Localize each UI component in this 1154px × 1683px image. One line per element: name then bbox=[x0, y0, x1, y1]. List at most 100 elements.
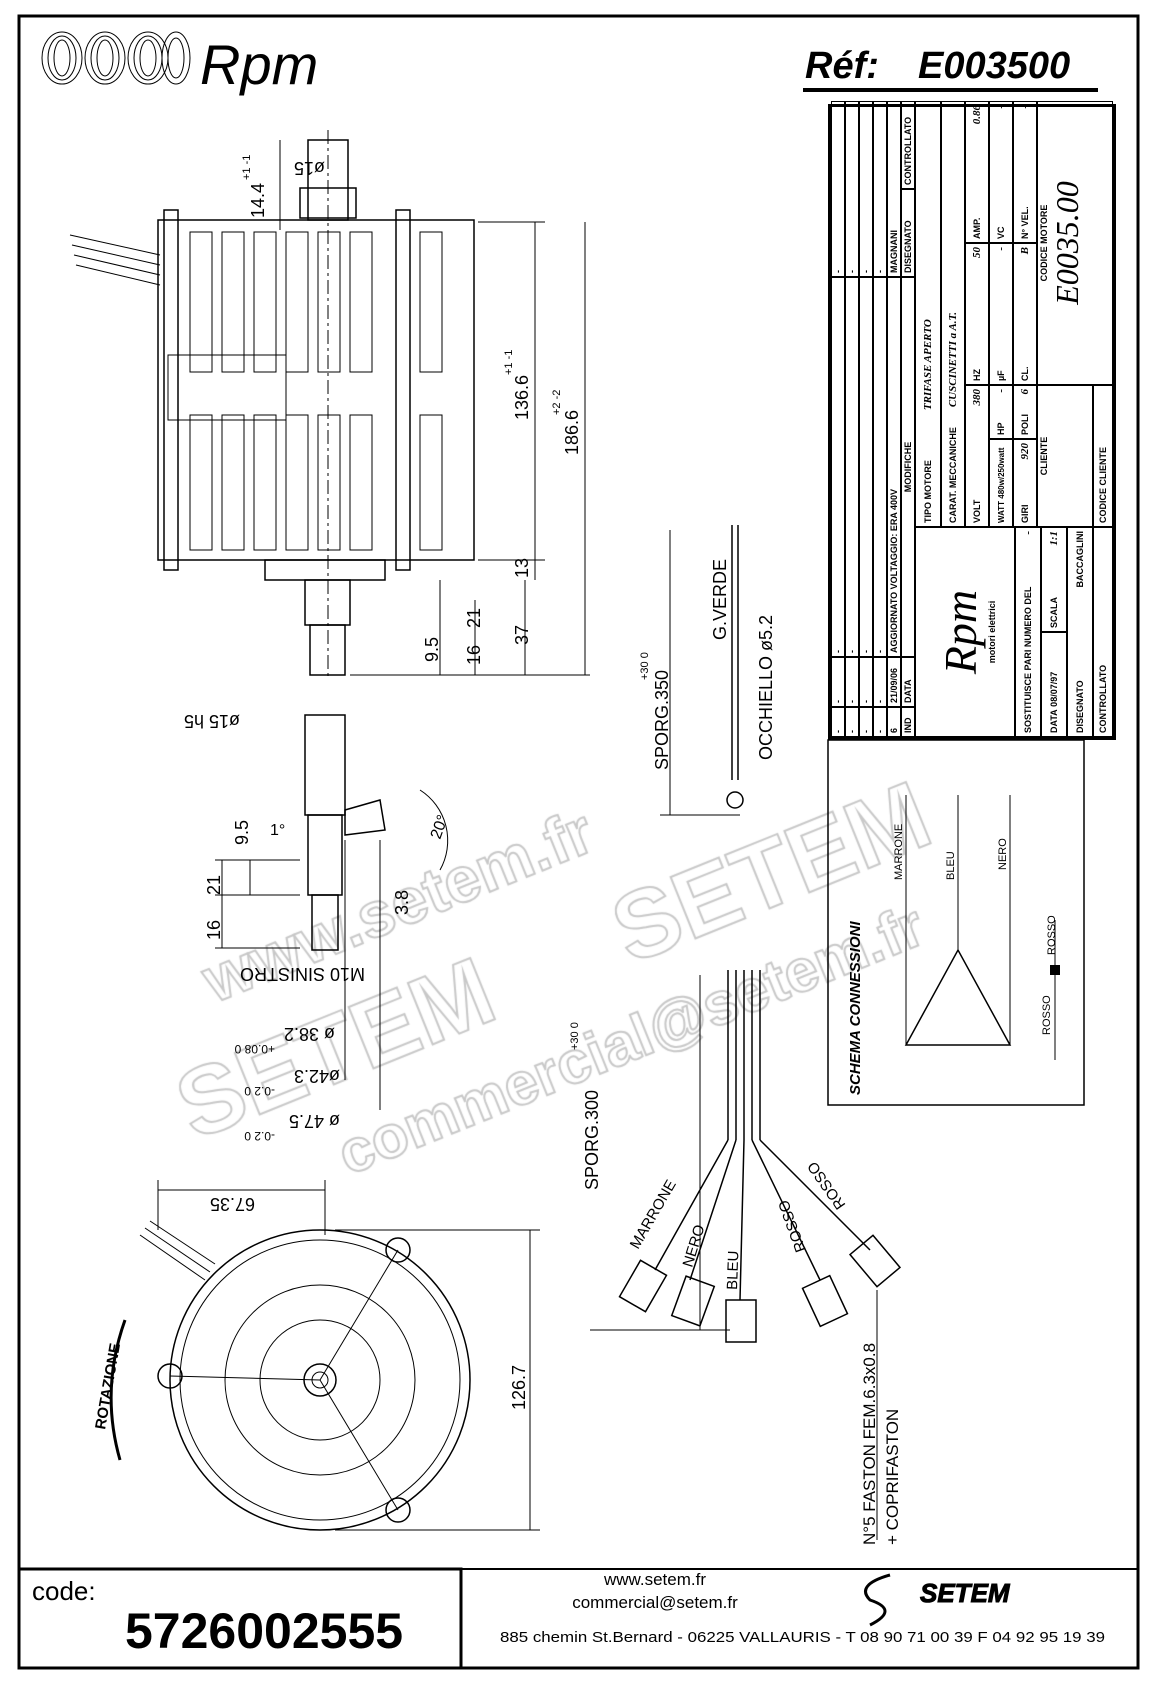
head-disegnato: DISEGNATO bbox=[901, 189, 915, 277]
label: CL. bbox=[1020, 366, 1030, 382]
value: 08/07/97 bbox=[1049, 671, 1059, 707]
rev-mod: - bbox=[873, 277, 887, 657]
label: VC bbox=[996, 226, 1006, 239]
value: - bbox=[995, 105, 1007, 109]
dim-186-6: 186.6 bbox=[562, 410, 582, 455]
dim-sporg-350: SPORG.350 bbox=[652, 670, 672, 770]
schema-title: SCHEMA CONNESSIONI bbox=[847, 921, 864, 1095]
dim-tolerance: +2 -2 bbox=[551, 390, 563, 415]
dim-tolerance: +1 -1 bbox=[241, 155, 253, 180]
rev-data: - bbox=[845, 657, 859, 707]
label: WATT 480w/250watt bbox=[996, 447, 1006, 523]
dim-tolerance: +30 0 bbox=[569, 1022, 581, 1050]
dim-tolerance: +30 0 bbox=[639, 652, 651, 680]
label: CODICE CLIENTE bbox=[1098, 446, 1108, 523]
setem-logo-text: SETEM bbox=[920, 1578, 1011, 1608]
controllato-row: CONTROLLATO bbox=[1093, 527, 1113, 737]
schema-label-marrone: MARRONE bbox=[893, 824, 905, 880]
dim-dia-47-5: ø 47.5 bbox=[289, 1111, 340, 1131]
dim-shaft-diameter: ø15 bbox=[294, 158, 325, 178]
label: HP bbox=[996, 422, 1006, 435]
rev-mod: - bbox=[859, 277, 873, 657]
logo-text: Rpm bbox=[934, 589, 986, 675]
value: 0.86 bbox=[971, 105, 983, 125]
rev-ind: - bbox=[845, 707, 859, 737]
label: µF bbox=[996, 370, 1006, 381]
label-coprifaston: + COPRIFASTON bbox=[883, 1409, 902, 1545]
label: POLI bbox=[1020, 413, 1030, 435]
rev-mod: AGGIORNATO VOLTAGGIO: ERA 400V bbox=[887, 277, 901, 657]
amp-cell: AMP. 0.86 bbox=[965, 101, 989, 243]
shaft-detail bbox=[215, 714, 449, 1110]
label: TIPO MOTORE bbox=[923, 460, 933, 523]
hp-cell: HP - bbox=[989, 385, 1013, 439]
data-row: DATA 08/07/97 bbox=[1041, 632, 1067, 737]
dim-16: 16 bbox=[204, 920, 224, 940]
dim-13: 13 bbox=[512, 558, 532, 578]
label: SOSTITUISCE PARI NUMERO DEL bbox=[1023, 586, 1033, 733]
rev-ind: - bbox=[859, 707, 873, 737]
title-block: - - - - - - - - - - - - - - - - 6 21/09/… bbox=[828, 101, 1116, 740]
cliente-cell: CLIENTE bbox=[1037, 385, 1093, 527]
cl-cell: CL. B bbox=[1013, 243, 1037, 385]
rev-dis: - bbox=[859, 101, 873, 277]
value: CUSCINETTI a A.T. bbox=[947, 312, 959, 408]
scala-row: SCALA 1:1 bbox=[1041, 527, 1067, 632]
schema-label-bleu: BLEU bbox=[945, 851, 957, 880]
label-rotation: ROTAZIONE bbox=[92, 1342, 124, 1431]
wire-label-rosso: ROSSO bbox=[775, 1198, 810, 1255]
nvel-cell: N° VEL.- bbox=[1013, 101, 1037, 243]
label-eyelet: OCCHIELLO ø5.2 bbox=[756, 615, 776, 760]
footer-email: commercial@setem.fr bbox=[572, 1593, 738, 1612]
rev-dis: MAGNANI bbox=[887, 101, 901, 277]
dim-136-6: 136.6 bbox=[512, 375, 532, 420]
value: B bbox=[1019, 247, 1031, 255]
label: SCALA bbox=[1049, 597, 1059, 628]
value: 920 bbox=[1019, 443, 1031, 460]
head-modifiche: MODIFICHE bbox=[901, 277, 915, 657]
label-faston: N°5 FASTON FEM.6.3x0.8 bbox=[860, 1343, 879, 1545]
label: CONTROLLATO bbox=[1098, 664, 1108, 733]
schema-label-nero: NERO bbox=[997, 838, 1009, 870]
label: CODICE MOTORE bbox=[1039, 204, 1049, 282]
schema-label-rosso: ROSSO bbox=[1046, 915, 1058, 955]
footer-address: 885 chemin St.Bernard - 06225 VALLAURIS … bbox=[500, 1629, 1105, 1646]
value: TRIFASE APERTO bbox=[922, 319, 934, 411]
connection-schema bbox=[827, 739, 1085, 1106]
label: CLIENTE bbox=[1039, 436, 1049, 476]
rev-mod: - bbox=[831, 277, 845, 657]
motor-front-view bbox=[109, 1180, 540, 1531]
dim-dia-38-2: ø 38.2 bbox=[284, 1024, 335, 1044]
wire-label-nero: NERO bbox=[680, 1223, 709, 1269]
motor-side-view bbox=[69, 130, 475, 680]
brand-name: Rpm bbox=[200, 33, 318, 96]
dim-tolerance: +1 -1 bbox=[503, 350, 515, 375]
dim-sporg-300: SPORG.300 bbox=[582, 1090, 602, 1190]
setem-logo: SETEM bbox=[864, 1573, 1011, 1627]
label: GIRI bbox=[1020, 504, 1030, 523]
dim-9-5: 9.5 bbox=[232, 820, 252, 845]
dim-37: 37 bbox=[512, 625, 532, 645]
codice-cliente-cell: CODICE CLIENTE bbox=[1093, 385, 1113, 527]
rev-data: - bbox=[831, 657, 845, 707]
value: 1:1 bbox=[1048, 531, 1060, 546]
wire-label-rosso: ROSSO bbox=[804, 1158, 849, 1212]
label: AMP. bbox=[972, 217, 982, 239]
rpm-logo: Rpm bbox=[41, 31, 318, 96]
code-value: 5726002555 bbox=[125, 1603, 403, 1659]
side-dimensions bbox=[279, 140, 590, 676]
rev-dis: - bbox=[873, 101, 887, 277]
dim-9-5: 9.5 bbox=[422, 637, 442, 662]
value: 380 bbox=[971, 389, 983, 406]
label: VOLT bbox=[972, 499, 982, 523]
label-ground-wire: G.VERDE bbox=[710, 559, 730, 640]
footer-website: www.setem.fr bbox=[603, 1570, 706, 1589]
title-block-logo: Rpm motori elettrici bbox=[915, 527, 1015, 737]
value: - bbox=[1022, 531, 1034, 535]
value: - bbox=[995, 389, 1007, 393]
dim-21: 21 bbox=[464, 608, 484, 628]
